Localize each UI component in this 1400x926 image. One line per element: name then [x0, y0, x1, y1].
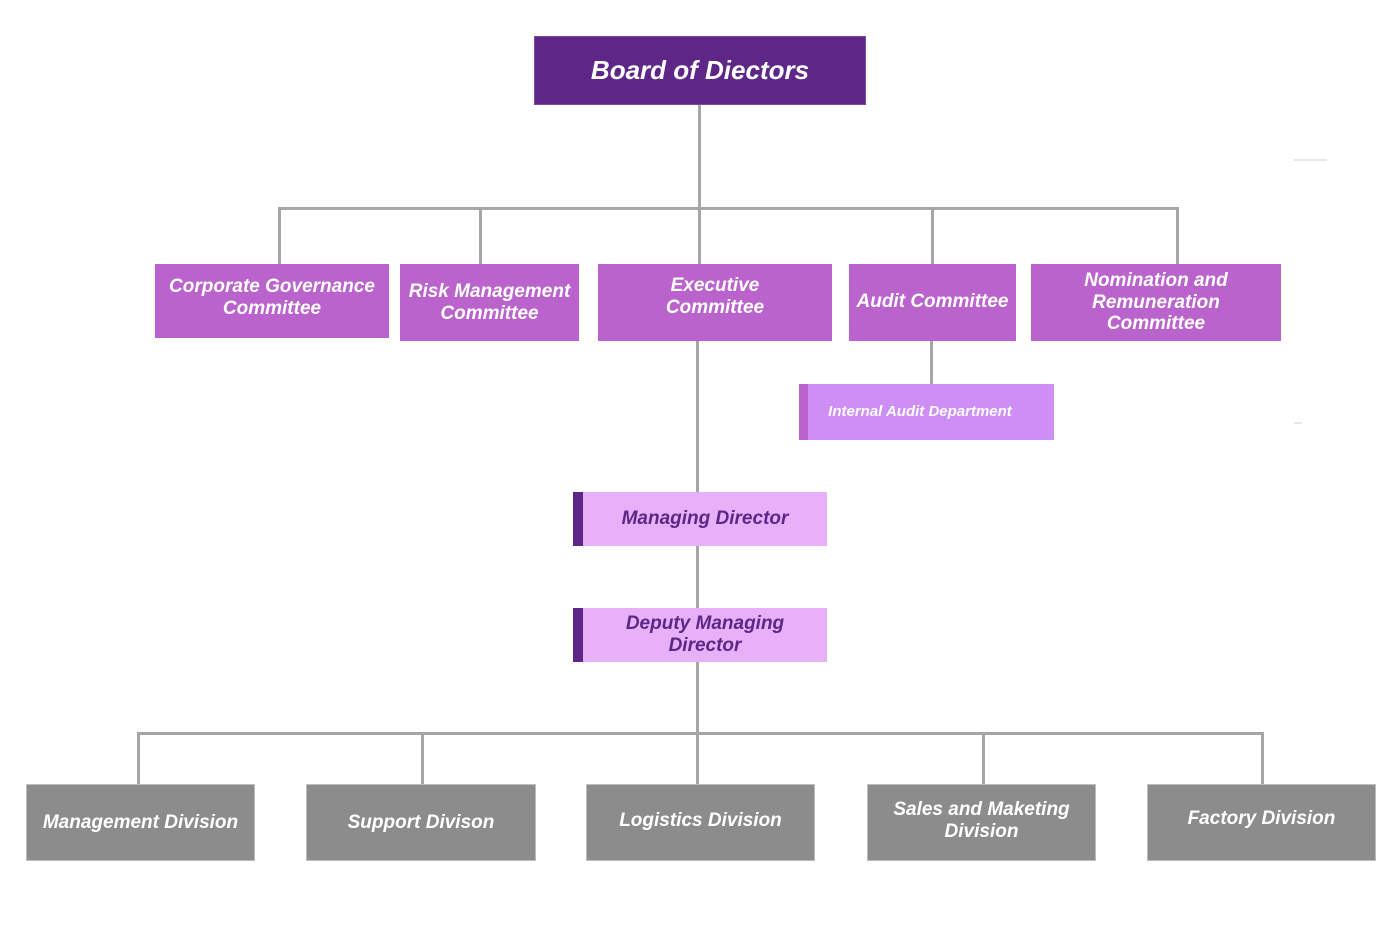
decorative-dash	[1294, 422, 1302, 424]
division-label: Logistics Division	[619, 809, 782, 831]
connector-div-1	[137, 732, 140, 785]
connector-audit	[931, 207, 934, 265]
connector-div-3	[696, 732, 699, 785]
executive-label: Managing Director	[621, 508, 789, 530]
connector-dmd-down	[696, 661, 699, 736]
committee-label: Nomination and Remuneration Committee	[1084, 269, 1228, 335]
connector-rm	[479, 207, 482, 265]
management-division-node: Management Division	[26, 784, 255, 861]
connector-board-down	[698, 105, 701, 210]
board-of-directors-node: Board of Diectors	[534, 36, 866, 105]
executive-committee-node: Executive Committee	[598, 264, 832, 341]
decorative-dash	[1294, 159, 1327, 161]
connector-exec	[698, 207, 701, 265]
committee-label: Corporate Governance Committee	[169, 276, 375, 319]
executive-label: Deputy Managing Director	[625, 613, 785, 656]
connector-nr	[1176, 207, 1179, 265]
connector-md-dmd	[696, 545, 699, 609]
managing-director-node: Managing Director	[573, 492, 827, 546]
logistics-division-node: Logistics Division	[586, 784, 815, 861]
corporate-governance-committee-node: Corporate Governance Committee	[155, 264, 389, 338]
connector-div-5	[1261, 732, 1264, 785]
support-division-node: Support Divison	[306, 784, 536, 861]
committee-label: Executive Committee	[665, 274, 765, 318]
division-label: Support Divison	[347, 811, 495, 833]
division-label: Factory Division	[1187, 807, 1336, 829]
nomination-remuneration-committee-node: Nomination and Remuneration Committee	[1031, 264, 1281, 341]
connector-cg	[278, 207, 281, 265]
sales-marketing-division-node: Sales and Maketing Division	[867, 784, 1096, 861]
connector-div-4	[982, 732, 985, 785]
committee-label: Audit Committee	[856, 290, 1009, 312]
connector-div-2	[421, 732, 424, 785]
connector-committees-bus	[278, 207, 1179, 210]
division-label: Sales and Maketing Division	[893, 798, 1070, 842]
board-label: Board of Diectors	[590, 54, 810, 85]
deputy-managing-director-node: Deputy Managing Director	[573, 608, 827, 662]
audit-committee-node: Audit Committee	[849, 264, 1016, 341]
department-label: Internal Audit Department	[828, 403, 1012, 421]
risk-management-committee-node: Risk Management Committee	[400, 264, 579, 341]
connector-exec-md	[696, 340, 699, 493]
division-label: Management Division	[42, 811, 239, 833]
factory-division-node: Factory Division	[1147, 784, 1376, 861]
internal-audit-department-node: Internal Audit Department	[799, 384, 1054, 440]
connector-divisions-bus	[137, 732, 1264, 735]
committee-label: Risk Management Committee	[408, 280, 571, 324]
connector-audit-dept	[930, 340, 933, 385]
